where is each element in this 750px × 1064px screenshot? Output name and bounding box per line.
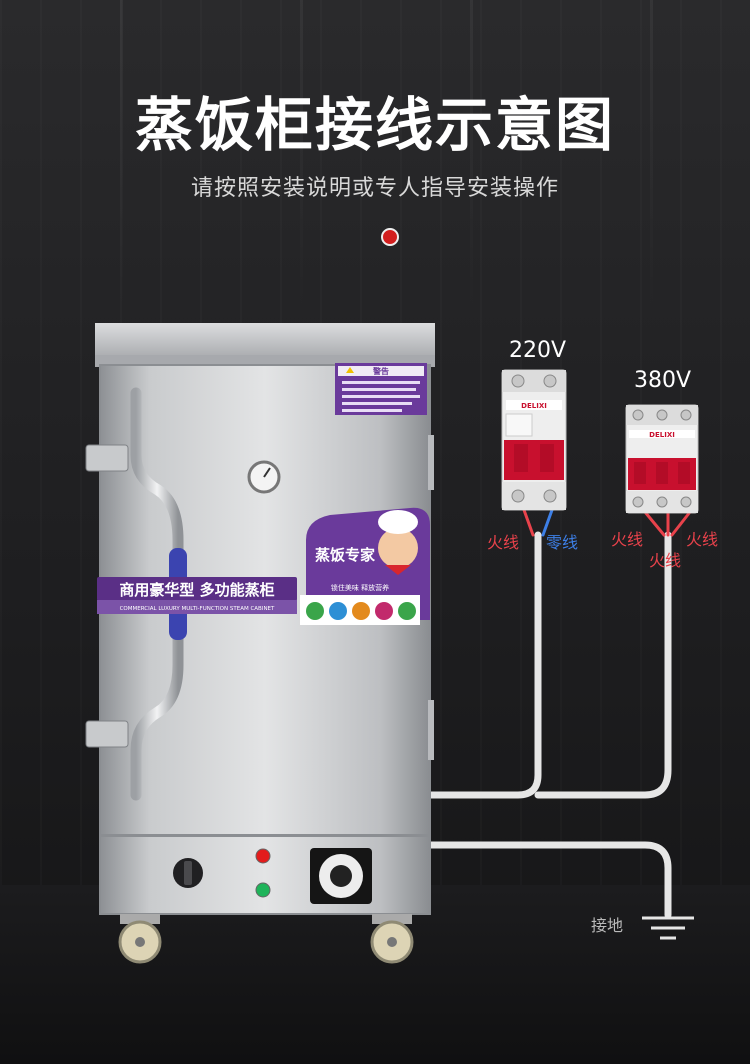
breaker-220v-brand: DELIXI — [521, 402, 547, 410]
brand-slogan: 锁住美味 释放营养 — [331, 583, 389, 592]
label-live-380v-b: 火线 — [649, 551, 682, 570]
page-subtitle: 请按照安装说明或专人指导安装操作 — [190, 176, 559, 201]
wire-live-380-a — [643, 510, 666, 537]
wall-hook — [381, 228, 399, 246]
brand-logo-text: 蒸饭专家 — [315, 546, 375, 564]
timer-knob[interactable] — [330, 865, 352, 887]
label-live-220v: 火线 — [487, 533, 520, 552]
banner-subtitle: COMMERCIAL LUXURY MULTI-FUNCTION STEAM C… — [120, 606, 275, 612]
power-indicator-green — [255, 882, 271, 898]
caster-wheels — [118, 914, 414, 964]
wire-380v — [534, 531, 672, 799]
breaker-380v — [625, 404, 699, 514]
steam-cabinet — [85, 323, 435, 964]
wall-stripe — [300, 0, 303, 320]
label-neutral-220v: 零线 — [546, 533, 579, 552]
wire-live-220 — [522, 508, 535, 537]
wire-ground — [426, 841, 672, 919]
wires — [426, 508, 692, 919]
breaker-220v — [501, 369, 567, 511]
label-live-380v-a: 火线 — [611, 530, 644, 549]
warning-title: 警告 — [372, 366, 389, 376]
chef-mascot-icon — [378, 528, 418, 568]
wire-neutral-220 — [541, 508, 554, 537]
wall-stripe — [470, 0, 473, 320]
banner-title: 商用豪华型 多功能蒸柜 — [119, 581, 274, 599]
voltage-label-380v: 380V — [634, 368, 692, 393]
wire-220v — [426, 531, 542, 799]
hinge-top — [85, 444, 129, 472]
ground-symbol-icon — [642, 916, 694, 940]
label-ground: 接地 — [591, 916, 624, 935]
hinge-bottom — [85, 720, 129, 748]
label-live-380v-c: 火线 — [686, 530, 719, 549]
wall-stripe — [650, 0, 653, 320]
product-banner — [97, 577, 297, 601]
wall-stripe — [120, 0, 123, 320]
power-indicator-red — [255, 848, 271, 864]
warning-icon — [346, 367, 354, 373]
voltage-label-220v: 220V — [509, 338, 567, 363]
wire-live-380-c — [670, 510, 692, 537]
page-title: 蒸饭柜接线示意图 — [134, 91, 615, 159]
control-panel — [99, 835, 431, 915]
breaker-380v-brand: DELIXI — [649, 431, 675, 439]
